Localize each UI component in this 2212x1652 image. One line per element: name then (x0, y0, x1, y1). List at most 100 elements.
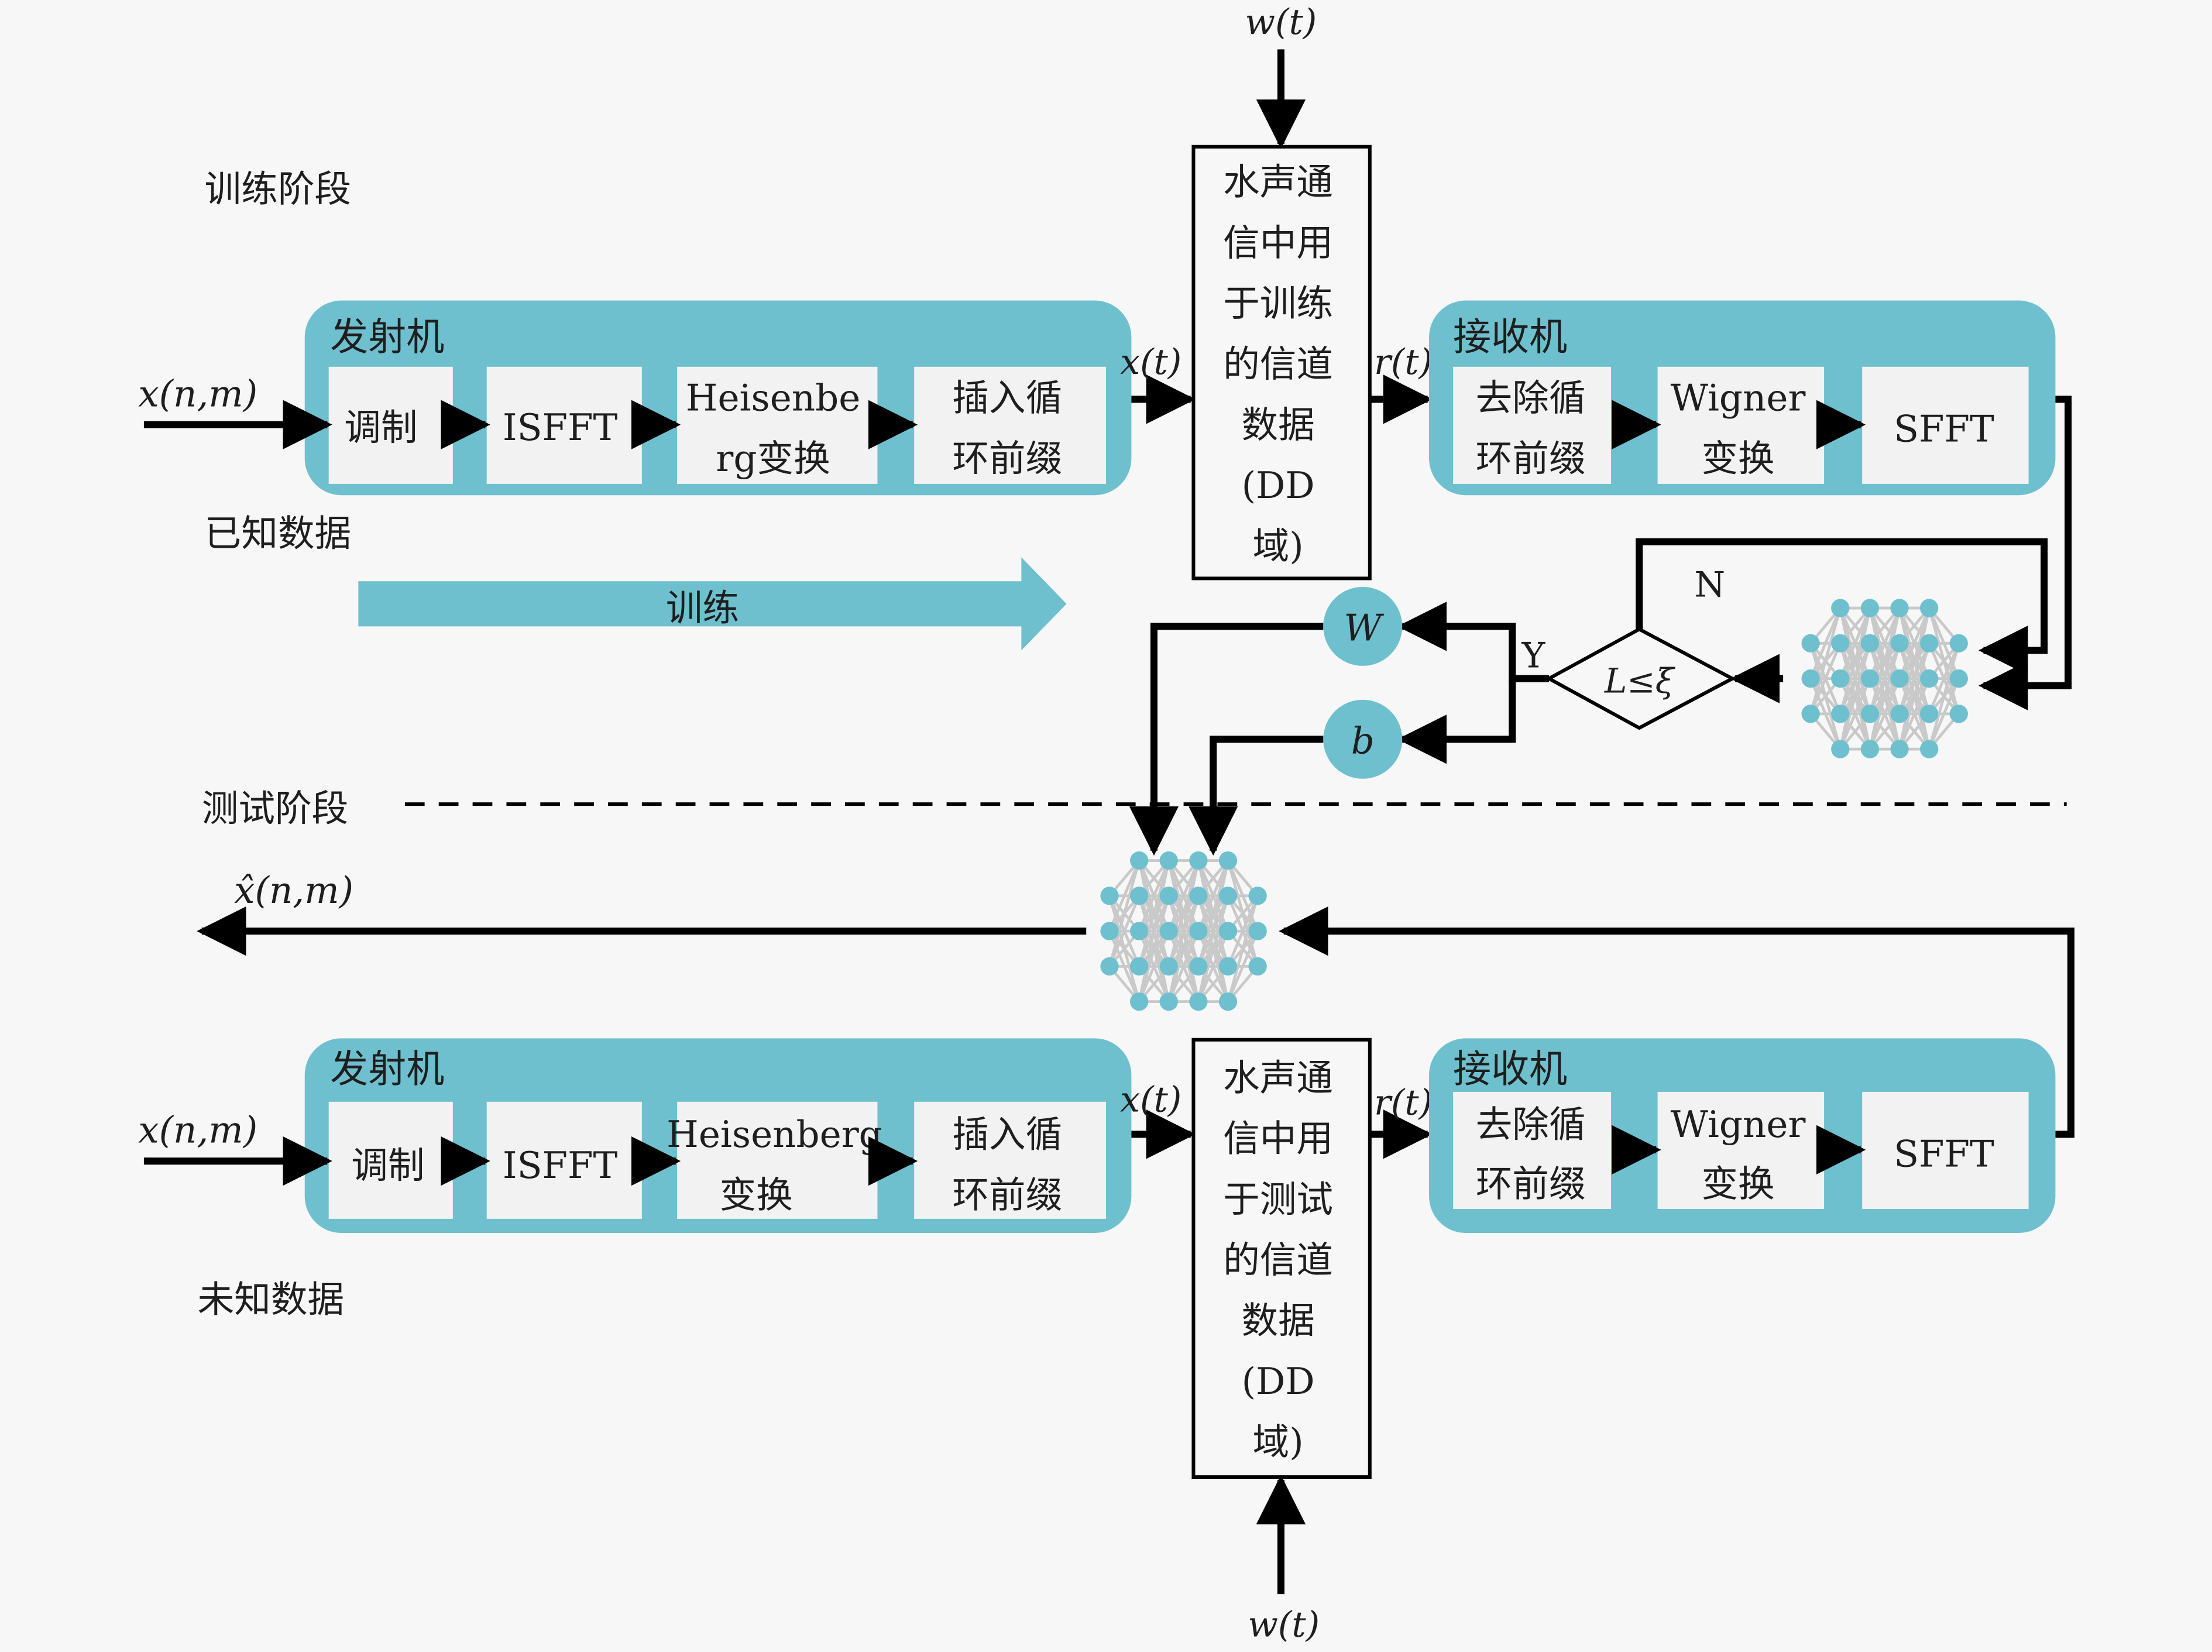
nn-node (1100, 922, 1119, 940)
nn-node (1189, 922, 1208, 940)
nn-node (1831, 669, 1850, 688)
feedback-no-arrow (1636, 538, 2048, 675)
nn-link (1138, 930, 1170, 1002)
tx-bottom-block-label: Heisenberg (667, 1113, 882, 1156)
nn-link (1197, 895, 1229, 1002)
nn-node (1890, 705, 1909, 723)
nn-link (1928, 678, 1960, 750)
nn-node (1801, 669, 1820, 688)
x-nm-label-top: x(n,m) (138, 372, 257, 415)
rx-bottom-block-label: Wigner (1671, 1103, 1806, 1146)
nn-node (1919, 740, 1939, 758)
nn-node (1189, 992, 1208, 1011)
nn-node (1129, 957, 1149, 976)
yes-label: Y (1521, 635, 1546, 676)
nn-node (1100, 887, 1119, 905)
r-t-label-bottom: r(t) (1374, 1082, 1433, 1123)
nn-link (1138, 895, 1170, 1002)
tx-bottom-block-label: 插入循 (952, 1113, 1062, 1156)
tx-top-block-label: rg变换 (716, 437, 830, 480)
nn-link (1108, 860, 1141, 967)
x-nm-label-bottom: x(n,m) (138, 1109, 257, 1152)
channel-text-line: 水声通 (1223, 161, 1333, 204)
nn-link (1898, 607, 1931, 750)
bias-label: b (1351, 719, 1375, 762)
nn-node (1890, 599, 1909, 617)
nn-link (1809, 607, 1842, 679)
nn-node (1919, 634, 1939, 652)
b-to-test-nn-arrow (1189, 736, 1324, 856)
nn-node (1860, 669, 1880, 688)
channel-text-line: 于训练 (1223, 282, 1333, 325)
tx-bottom-block-modulate (328, 1101, 453, 1219)
yes-to-b-arrow (1397, 678, 1516, 764)
nn-link (1167, 860, 1200, 932)
rx-bottom-block-label: SFFT (1894, 1133, 1994, 1176)
nn-node (1218, 957, 1238, 976)
nn-node (1831, 740, 1850, 758)
nn-node (1189, 887, 1208, 905)
nn-node (1919, 705, 1939, 723)
x-hat-label: x̂(n,m) (234, 869, 353, 912)
nn-link (1809, 607, 1842, 715)
decision-condition: L≤ξ (1604, 661, 1676, 701)
nn-link (1227, 895, 1259, 967)
nn-link (1839, 678, 1871, 750)
nn-node (1129, 887, 1149, 905)
nn-node (1100, 957, 1119, 976)
x-t-label-top: x(t) (1120, 342, 1181, 383)
nn-link (1108, 860, 1141, 932)
train-stage-label: 训练阶段 (205, 168, 352, 211)
channel-text-line: 数据 (1241, 1299, 1314, 1342)
nn-node (1890, 634, 1909, 652)
train-arrow (358, 557, 1067, 651)
x-t-label-bottom: x(t) (1120, 1080, 1181, 1121)
nn-node (1189, 957, 1208, 976)
nn-link (1108, 895, 1141, 967)
nn-node (1248, 957, 1267, 976)
channel-text-line: 信中用 (1223, 1117, 1333, 1160)
nn-link (1167, 860, 1200, 1002)
nn-link (1898, 643, 1931, 750)
test-stage-label: 测试阶段 (202, 787, 349, 830)
nn-node (1218, 851, 1238, 870)
nn-node (1129, 992, 1149, 1011)
nn-node (1831, 705, 1850, 723)
rx-bottom-block-wigner (1657, 1091, 1825, 1210)
tx-bottom-block-heisenberg (677, 1101, 878, 1219)
w-t-label-bottom: w(t) (1248, 1604, 1320, 1645)
channel-text-line: (DD (1242, 1360, 1315, 1403)
nn-node (1218, 887, 1238, 905)
tx-bottom-block-label: ISFFT (503, 1144, 618, 1187)
nn-node (1159, 922, 1178, 940)
rx-bottom-block-sfft (1862, 1091, 2029, 1210)
nn-node (1919, 599, 1939, 617)
tx-top-block-cp (914, 366, 1106, 484)
tx-top-block-isfft (486, 366, 642, 484)
tx-top-block-label: Heisenbe (686, 377, 861, 420)
nn-link (1197, 860, 1229, 932)
nn-node (1890, 740, 1909, 758)
rx-top-block-label: SFFT (1894, 408, 1994, 451)
nn-node (1189, 851, 1208, 870)
nn-link (1167, 895, 1200, 1002)
rx-top-block-remove-cp (1453, 366, 1612, 484)
nn-link (1839, 643, 1871, 750)
tx-top-block-label: 调制 (344, 406, 417, 449)
nn-node (1860, 705, 1880, 723)
channel-text-line: 数据 (1241, 403, 1314, 446)
rx-to-nn-arrow-bottom (1279, 906, 2074, 1138)
neural-network-icon (1801, 599, 1968, 758)
nn-link (1227, 895, 1259, 1002)
no-label: N (1694, 565, 1725, 606)
rx-top-block-label: Wigner (1671, 377, 1806, 420)
neural-network-icon (1100, 851, 1267, 1011)
nn-node (1860, 740, 1880, 758)
w-to-test-nn-arrow (1129, 623, 1324, 856)
rx-top-block-label: 变换 (1701, 437, 1774, 480)
weight-param-node (1323, 586, 1403, 666)
